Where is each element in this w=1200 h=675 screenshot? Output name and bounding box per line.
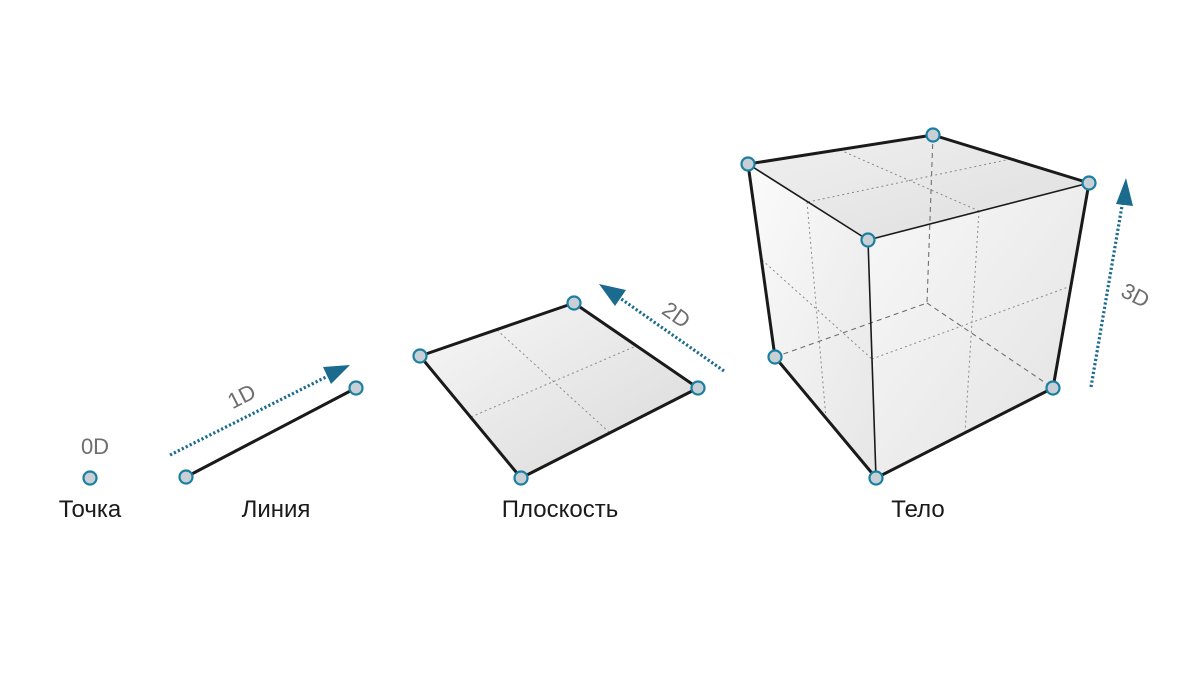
line-dimension-arrow [169, 373, 331, 457]
line-segment [185, 386, 357, 479]
cube-vertex-top-left [740, 156, 756, 172]
point-group: 0D Точка [59, 434, 122, 523]
cube-vertex-top-back [925, 127, 941, 143]
cube-top-front-edge [867, 182, 1090, 241]
solid-group: 3D Тело [740, 127, 1154, 523]
cube-vertex-bottom-left [767, 349, 783, 365]
plane-vertex-top [566, 295, 582, 311]
cube-right-edge [1051, 182, 1091, 389]
cube-front-vertical-edge [867, 239, 877, 479]
solid-dimension-label: 3D [1117, 278, 1153, 313]
line-vertex-end [348, 380, 364, 396]
cube-vertex-bottom-front [868, 470, 884, 486]
plane-face [420, 303, 698, 478]
point-dimension-label: 0D [81, 434, 109, 459]
solid-label: Тело [891, 496, 944, 523]
cube-vertex-top-right [1081, 175, 1097, 191]
line-vertex-start [178, 469, 194, 485]
cube-vertex-top-front [860, 232, 876, 248]
plane-grid-line-a [496, 329, 611, 434]
cube-left-bottom-edge [773, 356, 878, 479]
point-label: Точка [59, 496, 122, 523]
cube-hidden-edge-vertical [926, 134, 934, 304]
solid-dimension-arrow [1089, 199, 1125, 388]
cube-left-grid-v [806, 201, 827, 419]
cube-front-face [868, 183, 1089, 478]
line-group: 1D Линия [169, 365, 364, 523]
plane-vertex-bottom [513, 470, 529, 486]
plane-vertex-left [412, 348, 428, 364]
cube-top-face [748, 135, 1089, 240]
plane-label: Плоскость [502, 496, 618, 523]
cube-left-face [748, 164, 876, 478]
cube-left-back-edge [746, 163, 777, 358]
cube-vertex-bottom-right [1045, 380, 1061, 396]
line-dimension-label: 1D [223, 379, 259, 414]
cube-top-grid-a [839, 149, 980, 212]
cube-top-left-edge [747, 163, 869, 241]
line-arrow-head [323, 365, 350, 384]
cube-front-bottom-edge [875, 386, 1054, 480]
line-label: Линия [242, 496, 311, 523]
plane-arrow-head [599, 284, 626, 306]
plane-dimension-label: 2D [658, 297, 695, 334]
plane-vertex-right [690, 380, 706, 396]
solid-arrow-head [1116, 178, 1133, 206]
cube-front-grid-h [871, 285, 1072, 360]
plane-group: 2D Плоскость [412, 284, 725, 523]
point-vertex [82, 470, 98, 486]
cube-hidden-edge-right [926, 302, 1054, 389]
